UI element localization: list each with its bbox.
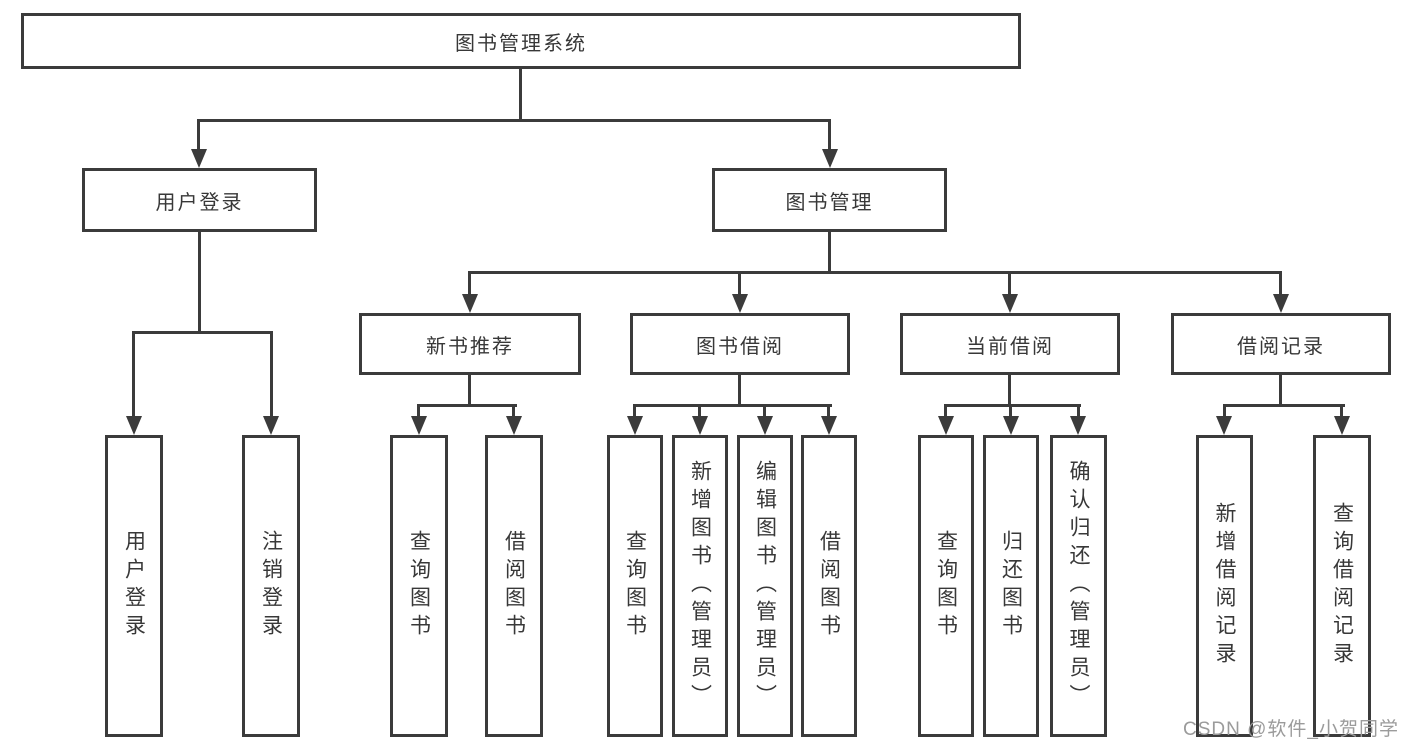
connector-newbook-drop-1 [417,404,420,420]
connector-newbook-drop-2 [512,404,515,420]
arrow-to-bb-add [692,416,708,435]
arrow-to-bb-edit [757,416,773,435]
leaf-bb-edit-books-admin: 编辑图书（管理员） [737,435,793,737]
arrow-to-nb-query [411,416,427,435]
connector-root-rail [197,119,831,122]
node-book-borrow: 图书借阅 [630,313,850,375]
connector-bookmgmt-drop-1 [468,271,471,298]
connector-bookmgmt-stem [828,231,831,273]
connector-bookborrow-drop-1 [633,404,636,420]
arrow-to-current-borrow [1002,294,1018,313]
connector-root-drop-left [197,119,200,152]
connector-userlogin-stem [198,231,201,333]
connector-currentborrow-rail [944,404,1081,407]
connector-records-drop-1 [1223,404,1226,420]
arrow-to-new-book [462,294,478,313]
leaf-bb-add-books-admin: 新增图书（管理员） [672,435,728,737]
connector-newbook-stem [468,374,471,407]
node-root: 图书管理系统 [21,13,1021,69]
connector-newbook-rail [417,404,517,407]
connector-root-stem [519,67,522,121]
arrow-to-cb-confirm [1070,416,1086,435]
connector-bookborrow-drop-3 [763,404,766,420]
leaf-cb-confirm-return-admin: 确认归还（管理员） [1050,435,1107,737]
arrow-to-user-login [191,149,207,168]
node-borrow-records: 借阅记录 [1171,313,1391,375]
arrow-to-nb-borrow [506,416,522,435]
arrow-to-book-management [822,149,838,168]
leaf-nb-query-books: 查询图书 [390,435,448,737]
node-user-login: 用户登录 [82,168,317,232]
connector-userlogin-drop-2 [270,331,273,420]
leaf-br-add-record: 新增借阅记录 [1196,435,1253,737]
arrow-to-br-query [1334,416,1350,435]
connector-bookmgmt-drop-2 [738,271,741,298]
arrow-to-leaf-logout [263,416,279,435]
arrow-to-bb-borrow [821,416,837,435]
node-current-borrow: 当前借阅 [900,313,1120,375]
arrow-to-borrow-records [1273,294,1289,313]
leaf-bb-borrow-books: 借阅图书 [801,435,857,737]
connector-currentborrow-drop-3 [1077,404,1080,420]
arrow-to-br-add [1216,416,1232,435]
connector-root-drop-right [828,119,831,152]
connector-bookmgmt-rail [468,271,1282,274]
leaf-cb-query-books: 查询图书 [918,435,974,737]
connector-bookmgmt-drop-4 [1279,271,1282,298]
leaf-cb-return-books: 归还图书 [983,435,1039,737]
connector-currentborrow-drop-1 [944,404,947,420]
leaf-user-login: 用户登录 [105,435,163,737]
node-book-management: 图书管理 [712,168,947,232]
arrow-to-book-borrow [732,294,748,313]
arrow-to-leaf-user-login [126,416,142,435]
connector-userlogin-rail [132,331,273,334]
arrow-to-bb-query [627,416,643,435]
connector-records-drop-2 [1340,404,1343,420]
connector-userlogin-drop-1 [132,331,135,420]
connector-currentborrow-drop-2 [1009,404,1012,420]
arrow-to-cb-query [938,416,954,435]
connector-records-stem [1279,374,1282,407]
connector-records-rail [1223,404,1345,407]
connector-bookborrow-rail [633,404,832,407]
connector-currentborrow-stem [1008,374,1011,407]
leaf-nb-borrow-books: 借阅图书 [485,435,543,737]
connector-bookborrow-drop-2 [698,404,701,420]
csdn-watermark: CSDN @软件_小贺同学 [1183,719,1399,740]
leaf-br-query-record: 查询借阅记录 [1313,435,1371,737]
connector-bookmgmt-drop-3 [1008,271,1011,298]
node-new-book-recommend: 新书推荐 [359,313,581,375]
leaf-logout: 注销登录 [242,435,300,737]
connector-bookborrow-stem [738,374,741,407]
arrow-to-cb-return [1003,416,1019,435]
leaf-bb-query-books: 查询图书 [607,435,663,737]
connector-bookborrow-drop-4 [827,404,830,420]
